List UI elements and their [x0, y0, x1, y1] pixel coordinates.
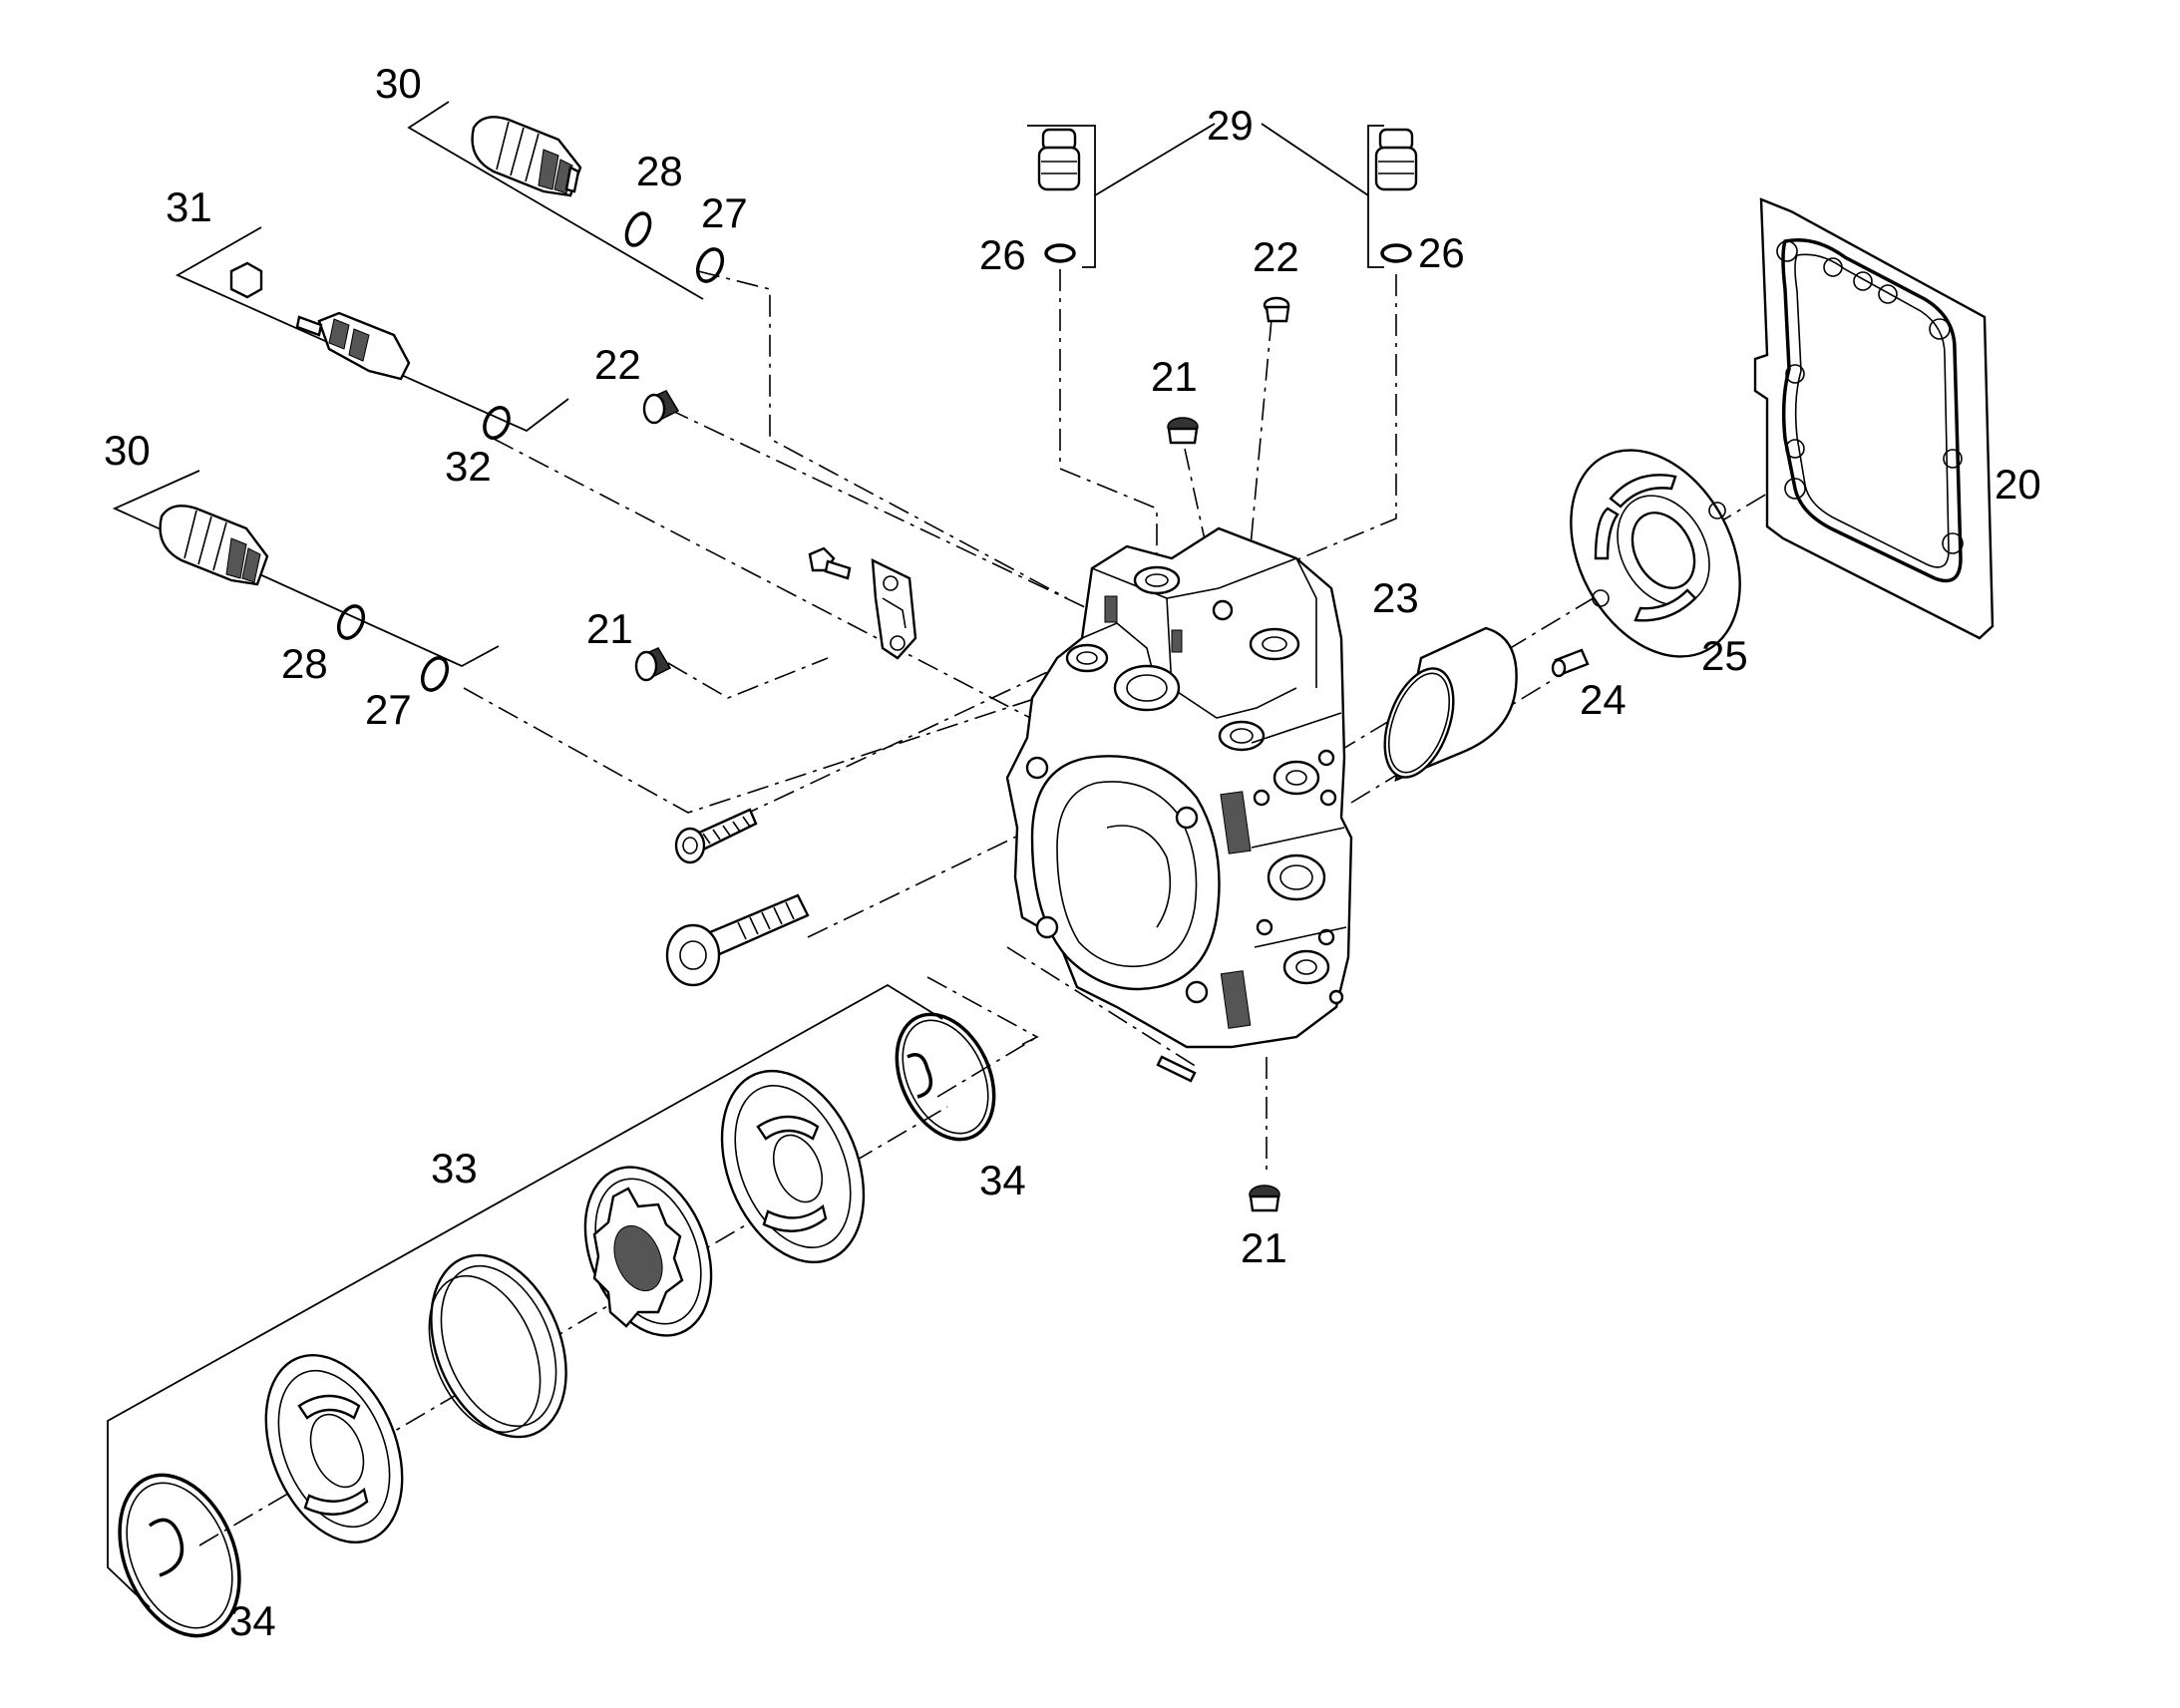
callout-27-top: 27: [701, 189, 748, 236]
callout-24: 24: [1580, 676, 1627, 723]
o-ring-28-lower: [336, 604, 366, 640]
callout-34-lower: 34: [229, 1597, 276, 1644]
plug-21-bottom: [1249, 1185, 1280, 1212]
callout-20: 20: [1995, 461, 2041, 508]
o-ring-27-top: [695, 247, 725, 283]
callout-30-top: 30: [375, 60, 422, 107]
callout-27-lower: 27: [365, 686, 412, 733]
callout-34-upper: 34: [979, 1157, 1026, 1203]
plug-29-left: [1037, 128, 1081, 191]
plug-21-top: [1167, 417, 1199, 445]
o-ring-27-lower: [420, 656, 450, 692]
callout-labels: 30 28 27 31 22 32 30 21 28 27 29 26 26 2…: [104, 60, 2041, 1644]
callout-22-top: 22: [1253, 233, 1299, 280]
callout-31: 31: [166, 183, 212, 230]
callout-28-top: 28: [636, 148, 683, 194]
valve-housing: [1005, 526, 1353, 1083]
bearing-ring: [428, 1253, 567, 1439]
callout-26-left: 26: [979, 231, 1026, 278]
cartridge-30-top: [471, 116, 582, 197]
callout-22-left: 22: [594, 341, 641, 388]
callout-29: 29: [1207, 102, 1254, 149]
cap-screw-large: [665, 893, 810, 987]
plug-22-left: [642, 390, 680, 425]
callout-21-left: 21: [586, 605, 633, 652]
pin-24: [1551, 648, 1590, 678]
callout-30-lower: 30: [104, 427, 151, 474]
side-plate-lower: [264, 1354, 404, 1543]
callout-32: 32: [445, 443, 492, 490]
hex-bolt-small: [808, 546, 852, 580]
plug-21-left: [634, 647, 672, 682]
gear-rotor: [583, 1166, 713, 1337]
o-ring-26-right: [1380, 243, 1412, 263]
cap-screw-small: [674, 808, 758, 864]
o-ring-28-top: [624, 211, 652, 247]
callout-28-lower: 28: [281, 640, 328, 687]
plug-22-top: [1263, 296, 1290, 323]
side-plate-upper: [720, 1069, 866, 1264]
plug-29-right: [1374, 128, 1418, 191]
o-ring-32: [483, 406, 511, 440]
circlip-34-lower: [118, 1473, 241, 1638]
callout-33: 33: [431, 1145, 478, 1192]
callout-26-right: 26: [1418, 229, 1465, 276]
circlip-34-upper: [895, 1012, 996, 1142]
callout-23: 23: [1372, 574, 1419, 621]
gasket-20: [1753, 197, 1995, 640]
o-ring-26-left: [1044, 243, 1076, 263]
callout-21-top: 21: [1151, 353, 1198, 400]
port-plate-25: [1570, 449, 1741, 658]
cover-plate-small: [871, 558, 917, 660]
valve-31: [229, 261, 411, 381]
bushing-23: [1383, 626, 1518, 782]
callout-25: 25: [1701, 632, 1748, 679]
cartridge-30-lower: [159, 505, 269, 586]
callout-21-bottom: 21: [1241, 1224, 1287, 1271]
